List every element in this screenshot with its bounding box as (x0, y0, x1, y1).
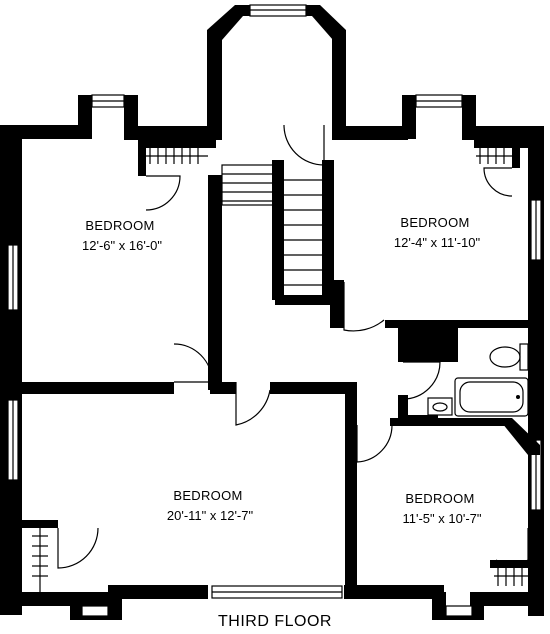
room-name-bedroom-2: BEDROOM (400, 215, 469, 230)
closet-rods (32, 148, 528, 592)
windows (7, 4, 542, 617)
bathroom-fixtures (427, 343, 529, 417)
room-dimensions-bedroom-4: 11'-5" x 10'-7" (403, 511, 482, 526)
room-dimensions-bedroom-1: 12'-6" x 16'-0" (82, 238, 162, 253)
room-labels: BEDROOM 12'-6" x 16'-0" BEDROOM 12'-4" x… (82, 215, 482, 630)
room-dimensions-bedroom-3: 20'-11" x 12'-7" (167, 508, 254, 523)
staircase (221, 160, 334, 300)
room-name-bedroom-3: BEDROOM (173, 488, 242, 503)
interior-walls (14, 140, 540, 592)
room-name-bedroom-4: BEDROOM (405, 491, 474, 506)
room-name-bedroom-1: BEDROOM (85, 218, 154, 233)
floor-title: THIRD FLOOR (218, 613, 332, 630)
room-dimensions-bedroom-2: 12'-4" x 11'-10" (394, 235, 481, 250)
door-swings (57, 124, 529, 569)
